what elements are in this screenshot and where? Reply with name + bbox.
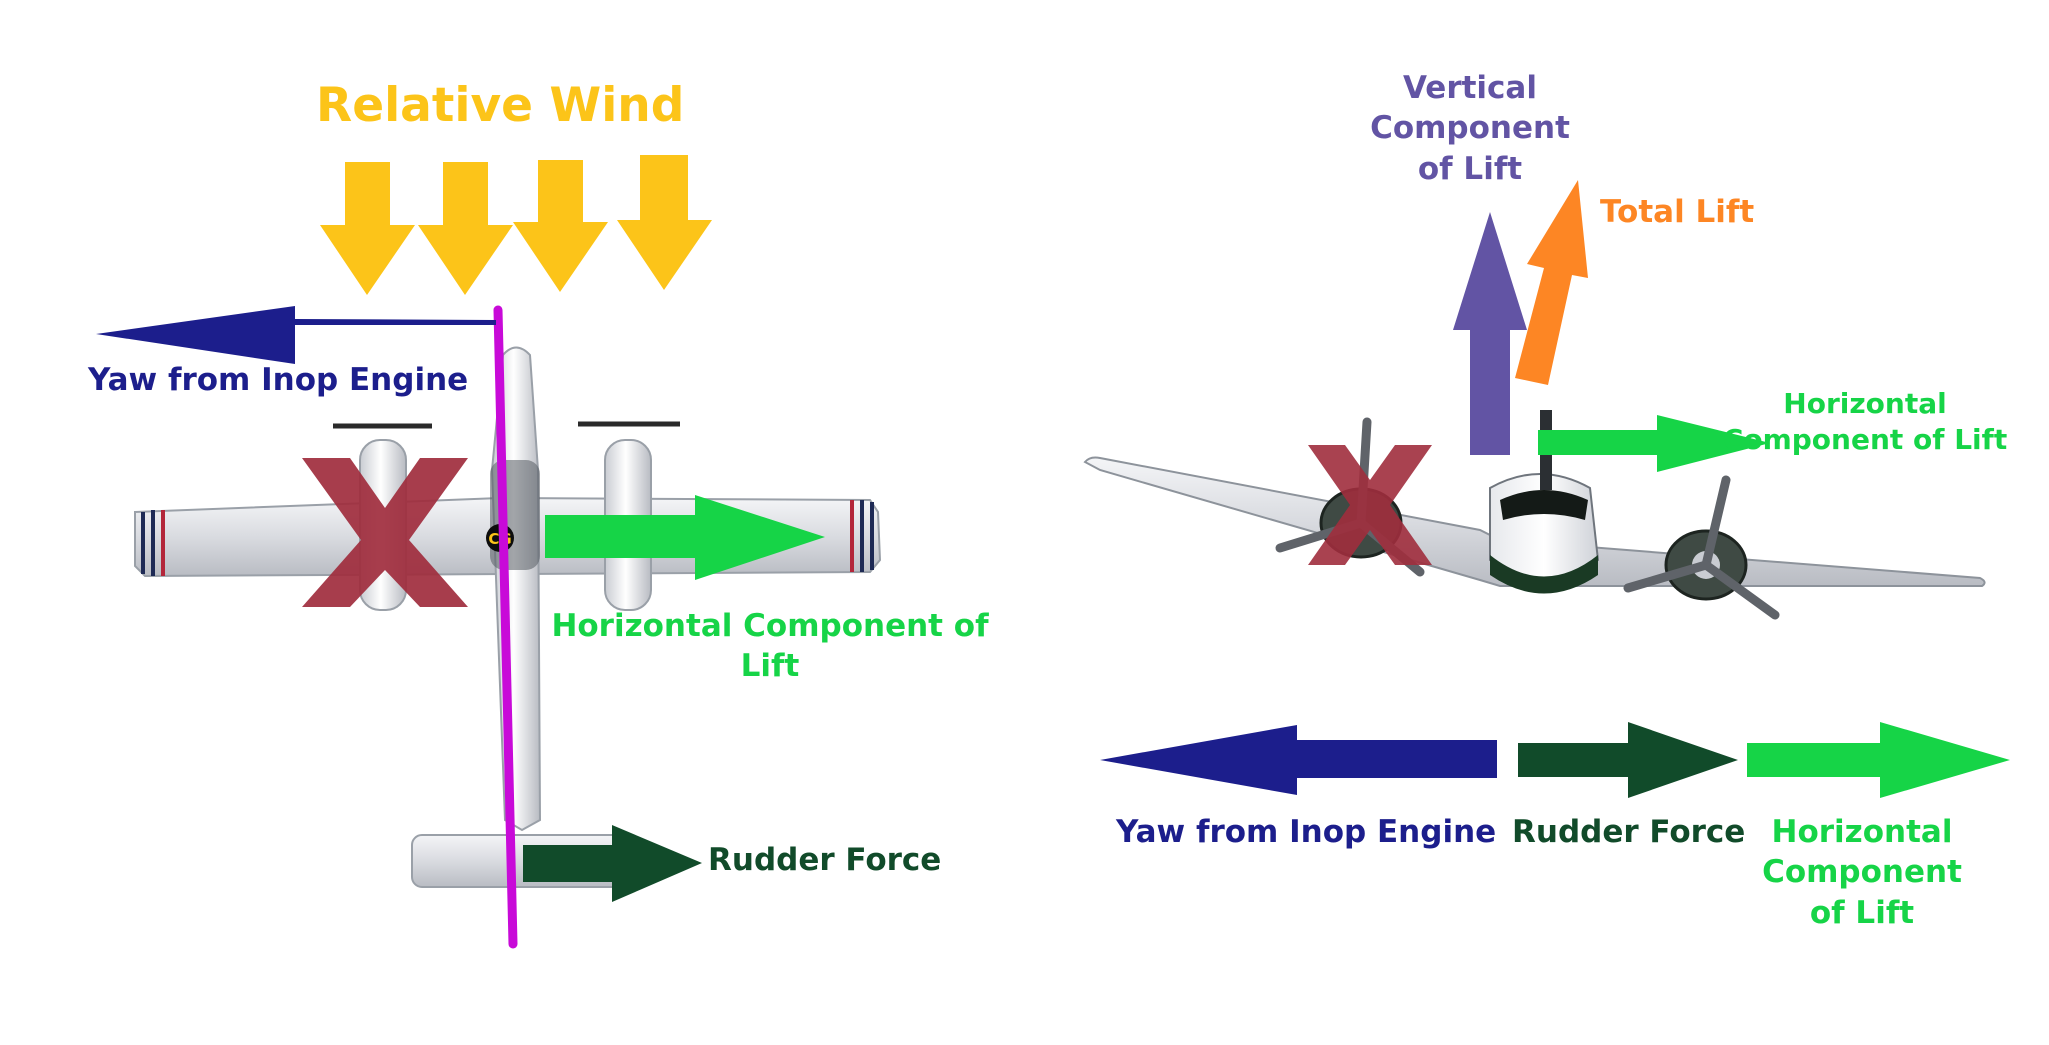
horizontal-lift-label-right: Horizontal Component of Lift — [1722, 387, 2008, 457]
horizontal-lift-label-bottom: Horizontal Component of Lift — [1762, 814, 1962, 931]
horizontal-lift-arrow-left — [545, 495, 825, 580]
right-wingtip-stripes — [860, 500, 874, 572]
relative-wind-label: Relative Wind — [316, 78, 685, 133]
yaw-label-bottom: Yaw from Inop Engine — [1116, 814, 1497, 850]
horizontal-lift-label-left: Horizontal Component of Lift — [551, 608, 989, 685]
inop-engine-x-left — [302, 458, 468, 607]
left-wingtip-stripes — [141, 510, 155, 576]
rudder-force-label-bottom: Rudder Force — [1512, 814, 1746, 850]
wind-arrow — [617, 155, 712, 290]
wind-arrow — [513, 160, 608, 292]
horizontal-lift-arrow-right — [1538, 415, 1770, 472]
total-lift-arrow — [1515, 180, 1588, 385]
rudder-arrow-left — [523, 825, 702, 902]
vertical-lift-arrow — [1453, 212, 1527, 455]
longitudinal-axis-line — [493, 305, 518, 949]
inop-engine-x-right — [1308, 445, 1432, 565]
vertical-lift-label: Vertical Component of Lift — [1370, 70, 1570, 187]
wind-arrow — [418, 162, 513, 295]
rudder-force-label-left: Rudder Force — [708, 842, 942, 878]
relative-wind-arrows — [320, 155, 712, 295]
right-propeller — [1623, 475, 1780, 620]
total-lift-label: Total Lift — [1600, 194, 1755, 230]
wind-arrow — [320, 162, 415, 295]
yaw-arrow-left — [96, 306, 496, 364]
rudder-arrow-bottom — [1518, 722, 1738, 798]
horizontal-lift-arrow-bottom — [1747, 722, 2010, 798]
yaw-label-left: Yaw from Inop Engine — [88, 362, 469, 398]
yaw-arrow-bottom-shaft — [1297, 742, 1497, 778]
